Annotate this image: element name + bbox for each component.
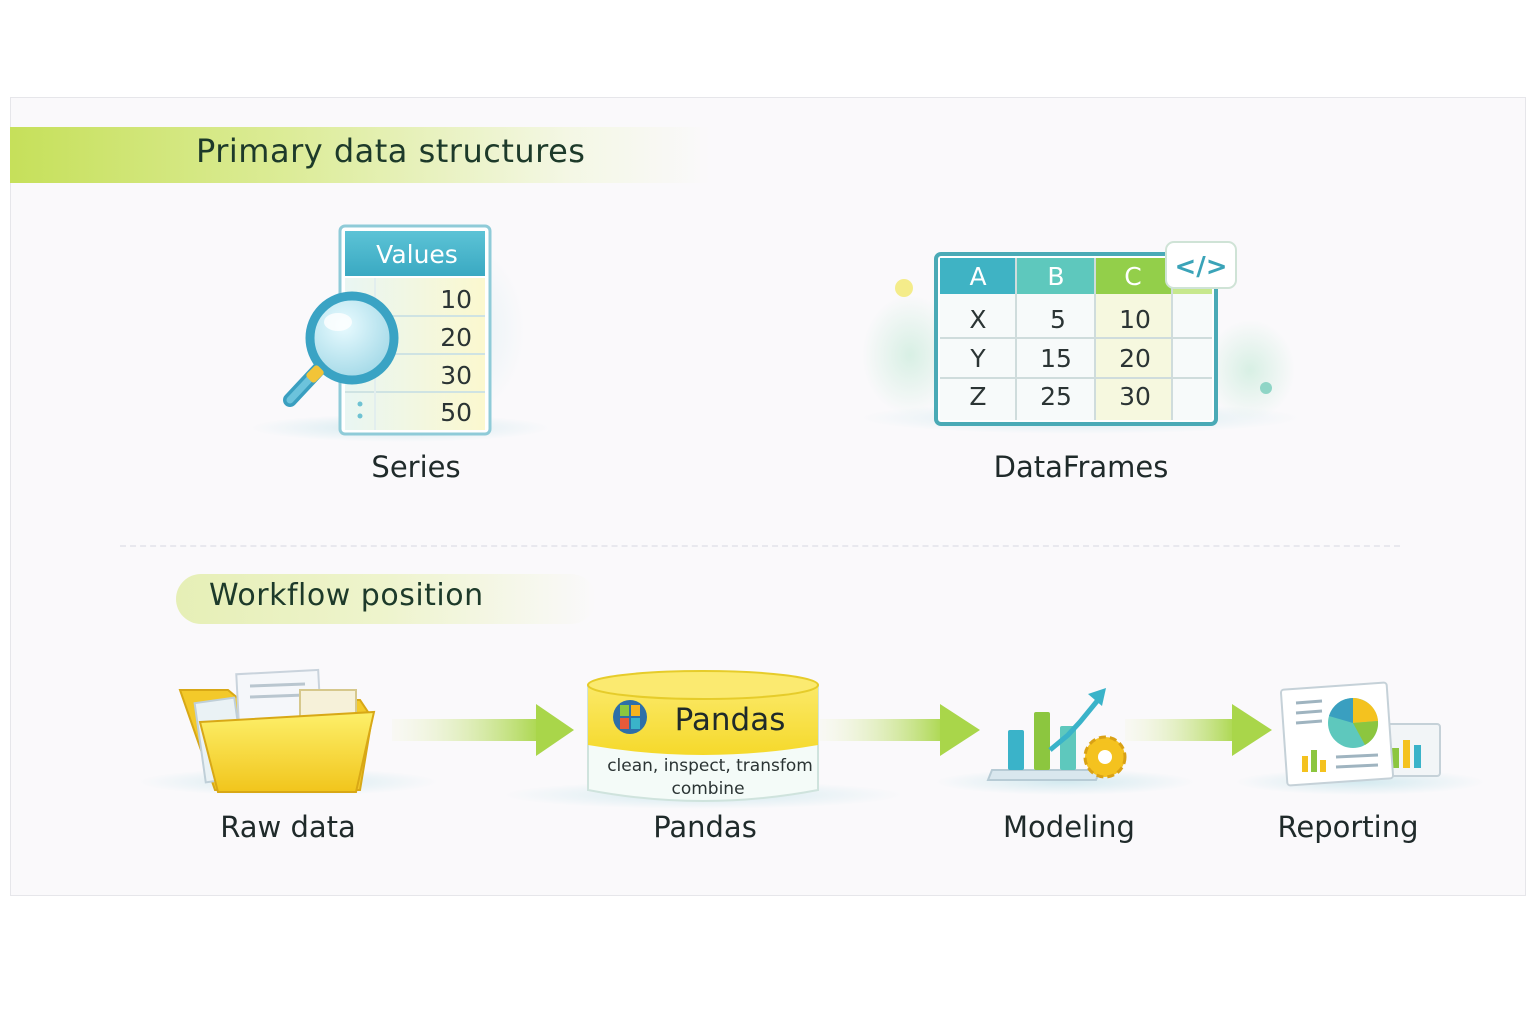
section-banner bbox=[176, 574, 596, 624]
df-cell: 20 bbox=[1119, 344, 1151, 373]
step-label-raw-data: Raw data bbox=[220, 810, 356, 844]
pandas-description: combine bbox=[671, 779, 744, 799]
pandas-description: clean, inspect, transfom bbox=[607, 756, 813, 776]
df-cell: 25 bbox=[1040, 382, 1072, 411]
df-row-index: X bbox=[969, 305, 986, 334]
pandas-badge-title: Pandas bbox=[675, 702, 786, 738]
modeling-chart-icon bbox=[935, 688, 1195, 795]
series-value: 30 bbox=[440, 361, 472, 390]
df-cell: 5 bbox=[1050, 305, 1066, 334]
step-label-reporting: Reporting bbox=[1277, 810, 1419, 844]
magnifier-icon bbox=[283, 291, 399, 407]
df-column-header: A bbox=[969, 262, 986, 291]
df-cell: 30 bbox=[1119, 382, 1151, 411]
flow-arrow bbox=[392, 704, 574, 756]
section-title-structures: Primary data structures bbox=[196, 132, 586, 170]
df-cell: 10 bbox=[1119, 305, 1151, 334]
section-title-workflow: Workflow position bbox=[209, 578, 484, 613]
series-value: 10 bbox=[440, 285, 472, 314]
report-document-icon bbox=[1235, 681, 1485, 795]
df-column-header: C bbox=[1124, 262, 1141, 291]
series-label: Series bbox=[371, 450, 461, 484]
flow-arrow bbox=[1125, 704, 1272, 756]
section-divider bbox=[120, 545, 1400, 547]
step-label-modeling: Modeling bbox=[1003, 810, 1135, 844]
series-value: 20 bbox=[440, 323, 472, 352]
series-illustration: Values 10 20 30 50 bbox=[250, 224, 550, 442]
series-header: Values bbox=[376, 240, 458, 269]
df-row-index: Z bbox=[969, 382, 986, 411]
step-label-pandas: Pandas bbox=[653, 810, 757, 844]
gear-icon bbox=[1083, 735, 1127, 779]
code-icon: </> bbox=[1165, 241, 1237, 289]
series-value: 50 bbox=[440, 398, 472, 427]
flow-arrow bbox=[820, 704, 980, 756]
pandas-database-icon: Pandas clean, inspect, transfom combine bbox=[503, 670, 903, 809]
df-row-index: Y bbox=[969, 344, 986, 373]
dataframe-illustration: A B C X 5 10 Y 15 20 Z 25 30 </> bbox=[860, 241, 1300, 434]
section-banner bbox=[10, 127, 710, 183]
code-badge-text: </> bbox=[1174, 252, 1227, 282]
dataframes-label: DataFrames bbox=[993, 450, 1169, 484]
folder-icon bbox=[138, 668, 438, 796]
df-cell: 15 bbox=[1040, 344, 1072, 373]
pandas-logo-icon bbox=[613, 700, 647, 734]
df-column-header: B bbox=[1047, 262, 1064, 291]
